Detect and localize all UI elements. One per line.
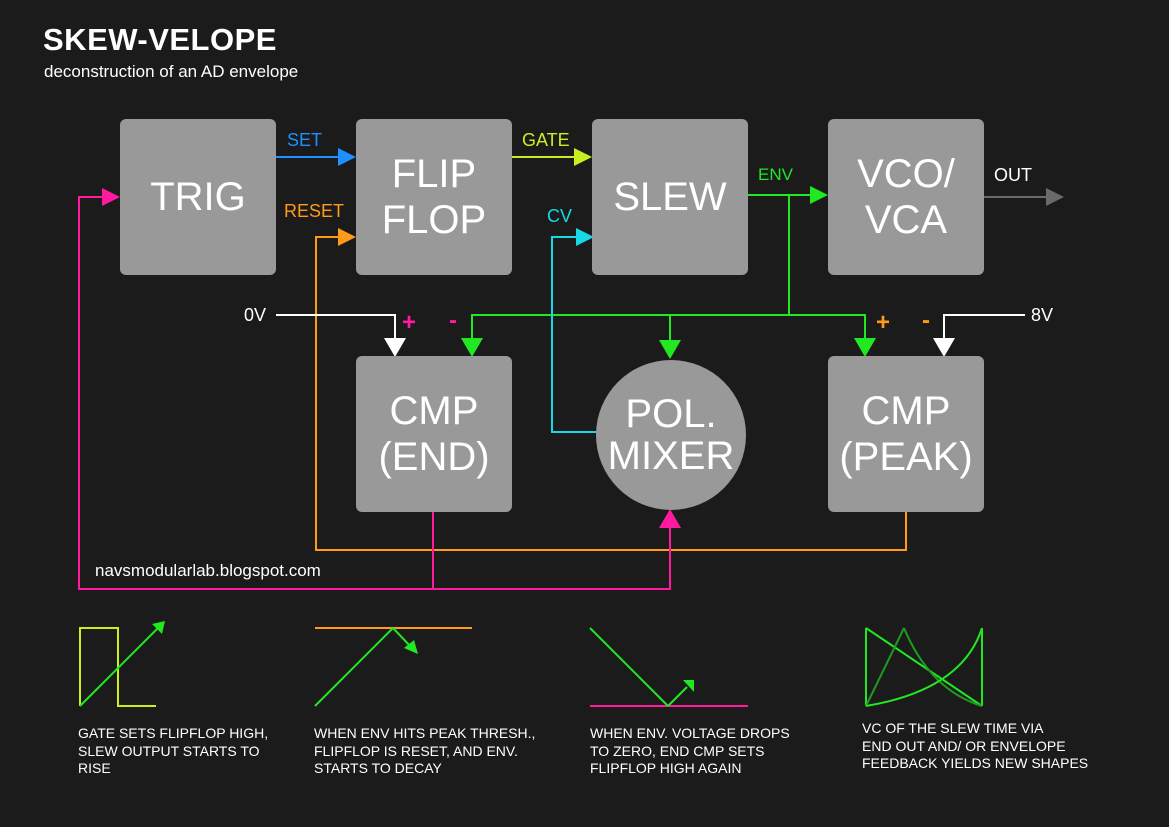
- slew-block: SLEW: [592, 119, 748, 275]
- diagram-title: SKEW-VELOPE: [43, 22, 277, 57]
- eight-volt-wire: [943, 314, 1025, 340]
- set-arrowhead: [338, 148, 356, 166]
- end-minus-sign: -: [449, 307, 457, 334]
- sketch-shapes: [865, 627, 983, 707]
- cmp-peak-block: CMP (PEAK): [828, 356, 984, 512]
- end-to-trig: [78, 196, 671, 590]
- polarity-mixer-block: POL. MIXER: [596, 360, 746, 510]
- env-label: ENV: [758, 165, 793, 184]
- cv-wire: [551, 236, 598, 433]
- env-to-peak: [789, 314, 866, 340]
- peak-plus-sign: +: [876, 309, 891, 336]
- zero-volt-label: 0V: [244, 305, 267, 325]
- vco-vca-block: VCO/ VCA: [828, 119, 984, 275]
- zero-volt-wire: [276, 314, 396, 340]
- gate-arrowhead: [574, 148, 592, 166]
- blog-url: navsmodularlab.blogspot.com: [95, 561, 321, 580]
- caption-end: WHEN ENV. VOLTAGE DROPS TO ZERO, END CMP…: [590, 725, 790, 776]
- caption-peak: WHEN ENV HITS PEAK THRESH., FLIPFLOP IS …: [314, 725, 536, 776]
- eight-volt-label: 8V: [1031, 305, 1054, 325]
- out-arrowhead: [1046, 188, 1064, 206]
- reset-wire: [315, 236, 907, 551]
- reset-label: RESET: [284, 201, 345, 221]
- out-label: OUT: [994, 165, 1032, 185]
- set-label: SET: [287, 130, 323, 150]
- caption-gate: GATE SETS FLIPFLOP HIGH, SLEW OUTPUT STA…: [78, 725, 269, 776]
- gate-label: GATE: [522, 130, 570, 150]
- sketch-peak: [314, 627, 472, 707]
- diagram-subtitle: deconstruction of an AD envelope: [44, 62, 299, 81]
- peak-minus-sign: -: [922, 307, 930, 334]
- end-plus-sign: +: [402, 309, 417, 336]
- flipflop-block: FLIP FLOP: [356, 119, 512, 275]
- cv-label: CV: [547, 206, 573, 226]
- trig-block: TRIG: [120, 119, 276, 275]
- env-arrowhead: [810, 186, 828, 204]
- sketch-gate: [79, 621, 165, 707]
- sketch-end: [589, 627, 748, 707]
- cmp-end-block: CMP (END): [356, 356, 512, 512]
- env-bus: [471, 195, 790, 340]
- caption-shapes: VC OF THE SLEW TIME VIA END OUT AND/ OR …: [862, 720, 1089, 771]
